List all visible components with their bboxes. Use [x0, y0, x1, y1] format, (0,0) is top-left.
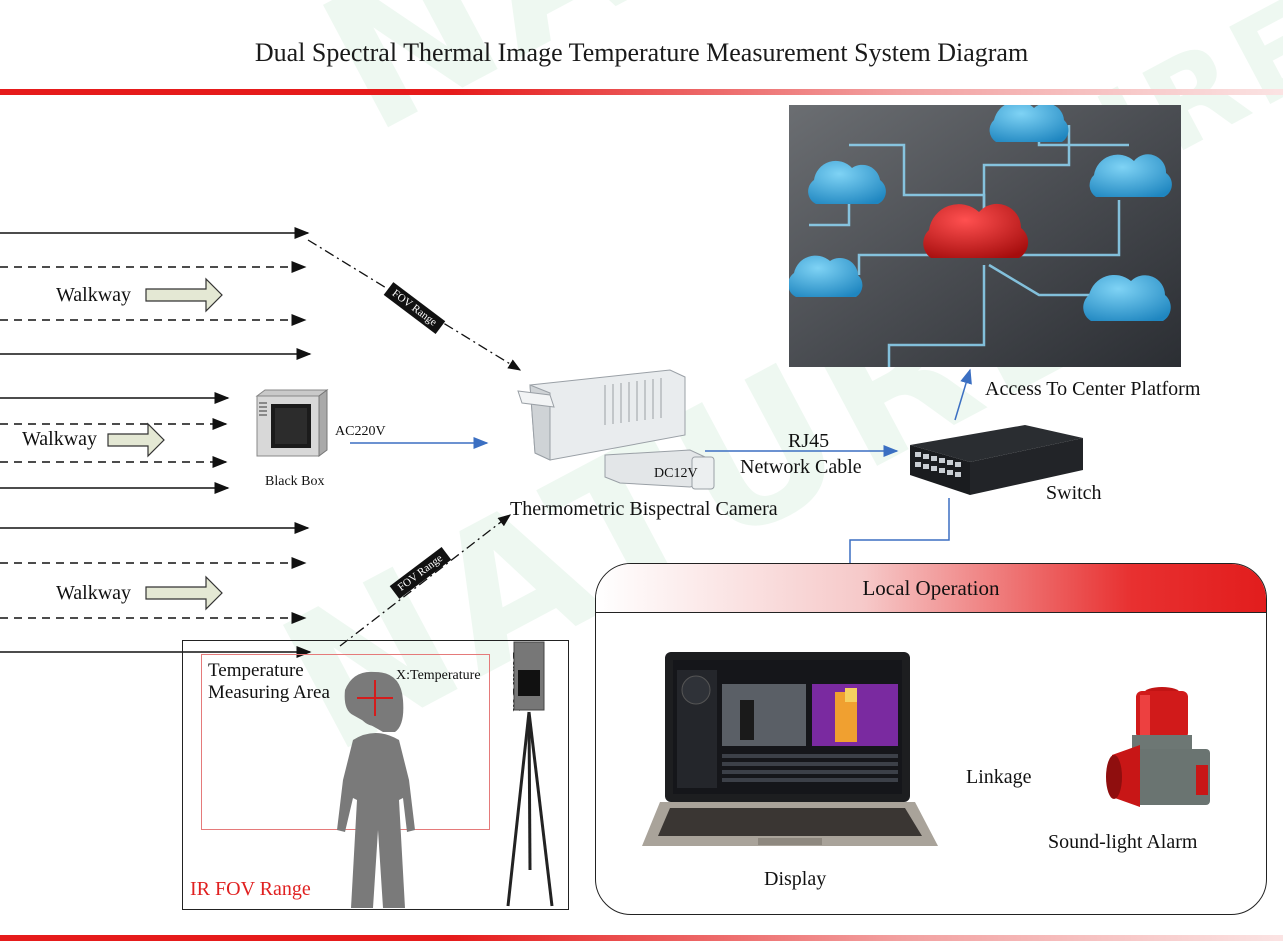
cloud-network-icon — [788, 101, 1181, 367]
local-operation-header: Local Operation — [596, 564, 1266, 613]
switch-label: Switch — [1046, 482, 1102, 504]
walkway-lines-bottom — [0, 522, 312, 658]
red-cloud — [923, 203, 1029, 258]
network-switch — [905, 420, 1085, 500]
ac220v-label: AC220V — [335, 424, 386, 439]
sound-light-alarm — [1100, 685, 1220, 825]
rj45-label: RJ45 — [788, 430, 830, 452]
diagram-title: Dual Spectral Thermal Image Temperature … — [254, 38, 1029, 67]
black-box-device — [247, 388, 329, 458]
walkway-label-1: Walkway — [56, 284, 132, 306]
walkway-label-3: Walkway — [56, 582, 132, 604]
laptop-display — [640, 650, 940, 855]
walkway-label-2: Walkway — [22, 428, 98, 450]
tripod-box-icon — [506, 641, 554, 907]
camera-icon — [517, 369, 715, 490]
bispectral-camera — [510, 365, 720, 495]
access-platform-label: Access To Center Platform — [985, 378, 1201, 400]
network-cable-label: Network Cable — [740, 456, 862, 478]
linkage-label: Linkage — [966, 766, 1032, 788]
person-silhouette-icon — [337, 671, 415, 908]
display-label: Display — [764, 868, 827, 890]
cloud-network-image — [788, 101, 1181, 367]
blue-clouds — [788, 101, 1172, 321]
camera-label: Thermometric Bispectral Camera — [510, 498, 778, 520]
temp-area-label: Temperature Measuring Area — [208, 660, 330, 703]
black-box-label: Black Box — [265, 474, 325, 489]
person-silhouette — [323, 670, 433, 908]
top-red-divider — [0, 89, 1283, 95]
tripod-black-box — [500, 640, 560, 908]
ir-fov-box — [182, 640, 569, 910]
laptop-icon — [642, 652, 938, 846]
walkway-lines-top — [0, 227, 312, 360]
switch-icon — [910, 425, 1083, 495]
dc12v-label: DC12V — [654, 466, 698, 481]
x-temperature-label: X:Temperature — [396, 668, 481, 683]
black-box-icon — [255, 389, 329, 457]
bottom-red-divider — [0, 935, 1283, 941]
walkway-lines-middle — [0, 392, 230, 494]
walkway-block-arrows — [107, 277, 223, 611]
alarm-label: Sound-light Alarm — [1048, 831, 1198, 853]
alarm-icon — [1106, 687, 1210, 807]
ir-fov-range-label: IR FOV Range — [190, 878, 311, 900]
